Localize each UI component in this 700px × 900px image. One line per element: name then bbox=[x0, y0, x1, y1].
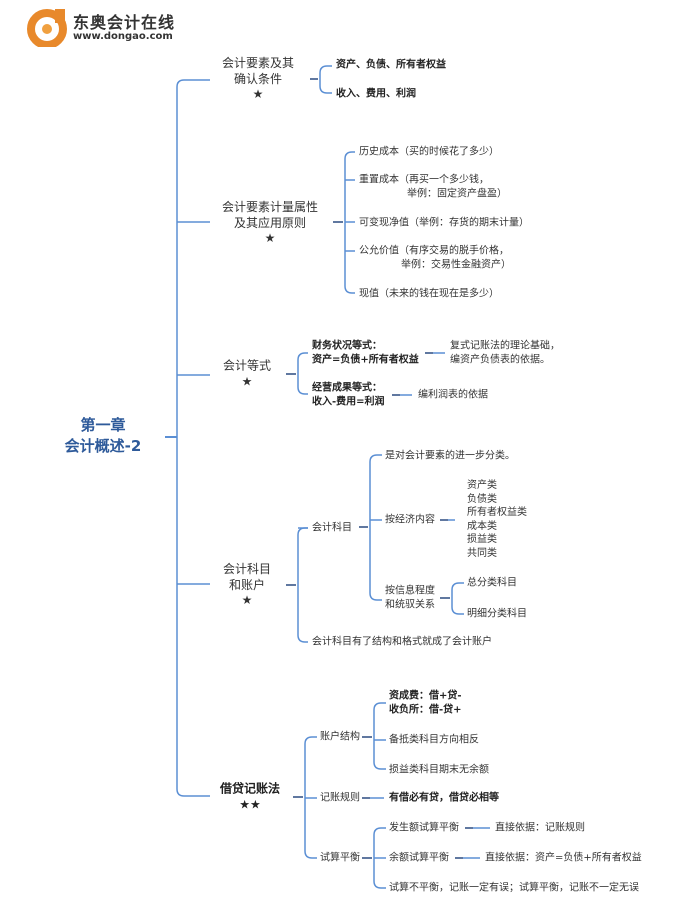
list-item: 所有者权益类 bbox=[467, 507, 527, 519]
leaf-line: 重置成本（再买一个多少钱， bbox=[359, 174, 489, 186]
node-label: 借贷记账法 bbox=[219, 781, 281, 796]
connector-line bbox=[297, 352, 308, 395]
root-chapter: 第一章 bbox=[80, 416, 126, 434]
list-item: 损益类 bbox=[467, 534, 497, 546]
list-item: 明细分类科目 bbox=[467, 608, 527, 620]
star-icon: ★ bbox=[241, 374, 253, 388]
leaf: 重置成本（再买一个多少钱， 举例：固定资产盘盈） bbox=[359, 174, 507, 201]
node-label: 会计要素及其 bbox=[221, 55, 295, 70]
list-item: 总分类科目 bbox=[467, 577, 517, 589]
list-item: 成本类 bbox=[467, 521, 497, 532]
leaf: 资产、负债、所有者权益 bbox=[336, 59, 446, 71]
economic-list: 资产类 负债类 所有者权益类 成本类 损益类 共同类 bbox=[467, 479, 527, 561]
node-debit-credit: 借贷记账法 ★★ bbox=[220, 782, 280, 813]
leaf: 损益类科目期末无余额 bbox=[389, 764, 489, 776]
leaf-line: 经营成果等式： bbox=[312, 382, 382, 394]
subnode-info-level: 按信息程度 和统驭关系 bbox=[385, 585, 435, 612]
leaf: 可变现净值（举例：存货的期末计量） bbox=[359, 217, 529, 229]
leaf-line: 复式记账法的理论基础， bbox=[450, 340, 560, 352]
node-elements-recognition: 会计要素及其 确认条件 ★ bbox=[222, 56, 294, 103]
subnode-rule: 记账规则 bbox=[320, 792, 360, 804]
leaf-line: 公允价值（有序交易的脱手价格， bbox=[359, 245, 509, 257]
star-icon: ★ bbox=[264, 230, 276, 245]
leaf-line: 举例：固定资产盘盈） bbox=[407, 188, 507, 199]
list-item: 共同类 bbox=[467, 548, 497, 560]
leaf: 是对会计要素的进一步分类。 bbox=[385, 450, 515, 462]
node-equation: 会计等式 ★ bbox=[223, 359, 271, 390]
leaf: 收入、费用、利润 bbox=[336, 88, 416, 100]
subnode-account-titles: 会计科目 bbox=[312, 522, 352, 534]
list-item: 负债类 bbox=[467, 493, 497, 505]
star-icon: ★ bbox=[241, 592, 253, 607]
leaf-line: 收入-费用=利润 bbox=[312, 396, 385, 407]
node-accounts: 会计科目 和账户 ★ bbox=[223, 562, 271, 609]
leaf: 有借必有贷，借贷必相等 bbox=[389, 792, 499, 804]
subnode-economic: 按经济内容 bbox=[385, 514, 435, 526]
logo-url: www.dongao.com bbox=[73, 31, 173, 42]
logo: 东奥会计在线 www.dongao.com bbox=[27, 7, 187, 49]
node-label: 会计要素计量属性 bbox=[221, 199, 319, 214]
leaf-line: 资成费：借+贷- bbox=[389, 690, 462, 702]
node-label: 确认条件 bbox=[233, 71, 283, 86]
leaf: 备抵类科目方向相反 bbox=[389, 734, 479, 746]
leaf: 试算不平衡，记账一定有误；试算平衡，记账不一定无误 bbox=[389, 882, 639, 894]
leaf-line: 按信息程度 bbox=[385, 585, 435, 597]
connector-line bbox=[319, 65, 332, 94]
connector-line bbox=[451, 582, 464, 615]
logo-name: 东奥会计在线 bbox=[73, 13, 176, 32]
leaf-line: 和统驭关系 bbox=[385, 599, 435, 610]
connector-line bbox=[373, 702, 386, 770]
leaf: 余额试算平衡 bbox=[389, 852, 449, 864]
root-title: 会计概述-2 bbox=[64, 437, 142, 455]
dongao-logo-icon bbox=[27, 9, 67, 49]
leaf: 现值（未来的钱在现在是多少） bbox=[359, 288, 499, 300]
node-label: 会计科目 bbox=[222, 561, 272, 576]
root-node: 第一章 会计概述-2 bbox=[65, 415, 142, 457]
equation-financial: 财务状况等式： 资产=负债+所有者权益 bbox=[312, 340, 419, 367]
star-icon: ★★ bbox=[239, 797, 261, 811]
node-label: 及其应用原则 bbox=[233, 215, 307, 230]
node-label: 会计等式 bbox=[222, 358, 272, 373]
node-label: 和账户 bbox=[228, 577, 266, 592]
leaf: 直接依据：记账规则 bbox=[495, 822, 585, 834]
leaf: 发生额试算平衡 bbox=[389, 822, 459, 834]
connector-line bbox=[297, 527, 308, 643]
leaf-line: 收负所：借-贷+ bbox=[389, 704, 462, 715]
list-item: 资产类 bbox=[467, 480, 497, 492]
connector-line bbox=[176, 79, 210, 797]
structure-rules: 资成费：借+贷- 收负所：借-贷+ bbox=[389, 690, 462, 717]
equation-operating: 经营成果等式： 收入-费用=利润 bbox=[312, 382, 385, 409]
connector-line bbox=[369, 454, 382, 601]
subnode-trial-balance: 试算平衡 bbox=[320, 852, 360, 864]
leaf-line: 资产=负债+所有者权益 bbox=[312, 354, 419, 365]
equation-operating-note: 编利润表的依据 bbox=[418, 389, 488, 401]
node-measurement: 会计要素计量属性 及其应用原则 ★ bbox=[222, 200, 318, 247]
leaf: 直接依据：资产=负债+所有者权益 bbox=[485, 852, 642, 864]
subnode-structure: 账户结构 bbox=[320, 731, 360, 743]
leaf: 公允价值（有序交易的脱手价格， 举例：交易性金融资产） bbox=[359, 245, 511, 272]
leaf: 历史成本（买的时候花了多少） bbox=[359, 146, 499, 158]
leaf: 会计科目有了结构和格式就成了会计账户 bbox=[312, 636, 492, 648]
leaf-line: 编资产负债表的依据。 bbox=[450, 354, 550, 365]
equation-financial-note: 复式记账法的理论基础， 编资产负债表的依据。 bbox=[450, 340, 560, 367]
leaf-line: 财务状况等式： bbox=[312, 340, 382, 352]
star-icon: ★ bbox=[252, 86, 264, 101]
leaf-line: 举例：交易性金融资产） bbox=[401, 259, 511, 270]
